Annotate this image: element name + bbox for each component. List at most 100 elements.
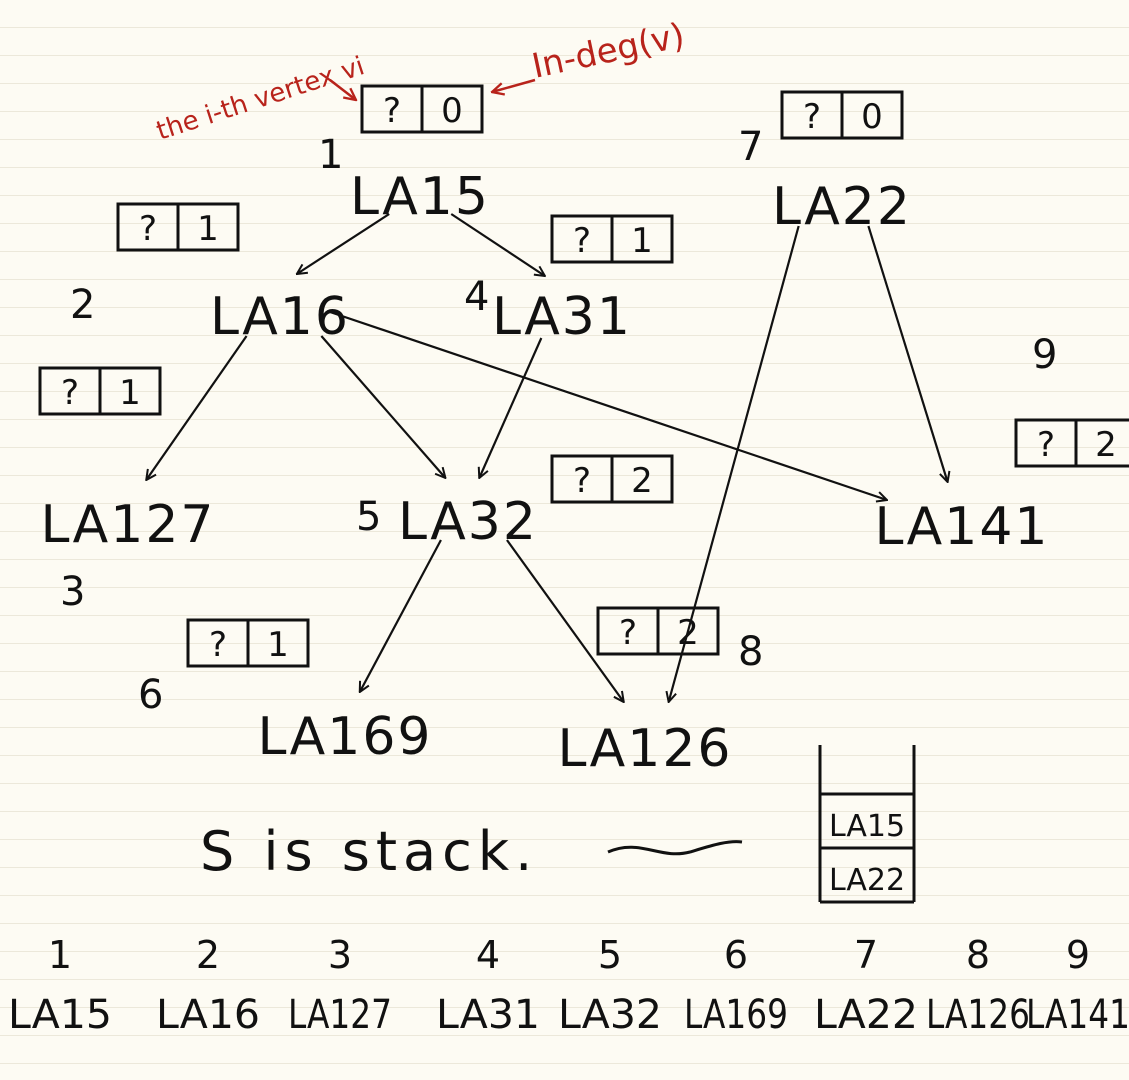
node-label: LA31 xyxy=(492,287,632,347)
indeg-box: ?2 xyxy=(1014,418,1129,468)
sequence-number: 5 xyxy=(598,933,622,977)
node-label: LA169 xyxy=(258,707,433,767)
order-number: 4 xyxy=(464,274,489,320)
sequence-number: 2 xyxy=(196,933,220,977)
indeg-value: 2 xyxy=(677,613,699,653)
vertex-placeholder: ? xyxy=(803,97,821,137)
edge xyxy=(360,539,442,692)
indeg-box: ?2 xyxy=(550,454,674,504)
vertex-placeholder: ? xyxy=(61,373,79,413)
sequence-name: LA126 xyxy=(926,992,1030,1038)
vertex-placeholder: ? xyxy=(383,91,401,131)
indeg-value: 2 xyxy=(631,461,653,501)
node-label: LA127 xyxy=(41,495,216,555)
stack-item: LA15 xyxy=(829,809,905,844)
edge xyxy=(297,213,390,274)
vertex-placeholder: ? xyxy=(619,613,637,653)
sequence-name: LA32 xyxy=(558,992,662,1038)
indeg-box: ?2 xyxy=(596,606,720,656)
indeg-box: ?1 xyxy=(550,214,674,264)
sequence-name: LA16 xyxy=(156,992,260,1038)
node-label: LA15 xyxy=(350,167,490,227)
indeg-value: 1 xyxy=(197,209,219,249)
sequence-number: 9 xyxy=(1066,933,1090,977)
sequence-name: LA15 xyxy=(8,992,112,1038)
indeg-box: ?0 xyxy=(360,84,484,134)
nodes-layer: LA151?0LA162?1LA314?1LA227?0LA1273?1LA32… xyxy=(38,84,1129,779)
sequence-row: 1LA152LA163LA1274LA315LA326LA1697LA228LA… xyxy=(8,933,1129,1038)
indeg-box: ?1 xyxy=(116,202,240,252)
edge xyxy=(479,337,543,478)
vertex-placeholder: ? xyxy=(573,461,591,501)
edge xyxy=(450,213,545,276)
annotation-arrow-indeg xyxy=(492,78,536,92)
indeg-value: 1 xyxy=(631,221,653,261)
annotation-arrow-vertex xyxy=(329,79,356,100)
indeg-annotation: In-deg(v) xyxy=(529,16,689,87)
indeg-box: ?1 xyxy=(38,366,162,416)
indeg-value: 1 xyxy=(119,373,141,413)
edge xyxy=(320,335,445,478)
node-label: LA16 xyxy=(210,287,350,347)
sequence-name: LA141 xyxy=(1026,992,1129,1038)
order-number: 7 xyxy=(738,124,763,170)
edge xyxy=(669,225,800,702)
edge xyxy=(146,335,248,480)
order-number: 1 xyxy=(318,132,343,178)
node-label: LA32 xyxy=(398,492,538,552)
vertex-placeholder: ? xyxy=(573,221,591,261)
indeg-value: 2 xyxy=(1095,425,1117,465)
sequence-name: LA127 xyxy=(288,992,392,1038)
sequence-number: 7 xyxy=(854,933,878,977)
indeg-value: 0 xyxy=(861,97,883,137)
vertex-placeholder: ? xyxy=(209,625,227,665)
sequence-number: 4 xyxy=(476,933,500,977)
squiggle-arrow xyxy=(607,840,743,856)
node-label: LA22 xyxy=(772,177,912,237)
edge xyxy=(506,539,624,702)
node-label: LA126 xyxy=(558,719,733,779)
sequence-number: 1 xyxy=(48,933,72,977)
edge xyxy=(329,310,887,500)
indeg-box: ?0 xyxy=(780,90,904,140)
sequence-name: LA169 xyxy=(684,992,788,1038)
stack-section: S is stack. LA15 LA22 xyxy=(200,745,916,904)
annotation-group: the i-th vertex vi In-deg(v) xyxy=(153,16,688,147)
sequence-name: LA31 xyxy=(436,992,540,1038)
sequence-number: 3 xyxy=(328,933,352,977)
vertex-placeholder: ? xyxy=(1037,425,1055,465)
indeg-value: 1 xyxy=(267,625,289,665)
order-number: 5 xyxy=(356,494,381,540)
sequence-number: 8 xyxy=(966,933,990,977)
order-number: 3 xyxy=(60,569,85,615)
sequence-number: 6 xyxy=(724,933,748,977)
edge xyxy=(867,225,947,482)
sequence-name: LA22 xyxy=(814,992,918,1038)
indeg-value: 0 xyxy=(441,91,463,131)
vertex-placeholder: ? xyxy=(139,209,157,249)
indeg-box: ?1 xyxy=(186,618,310,668)
stack-container: LA15 LA22 xyxy=(818,745,916,904)
node-label: LA141 xyxy=(875,497,1050,557)
edges-layer xyxy=(146,213,947,702)
order-number: 6 xyxy=(138,672,163,718)
order-number: 2 xyxy=(70,282,95,328)
